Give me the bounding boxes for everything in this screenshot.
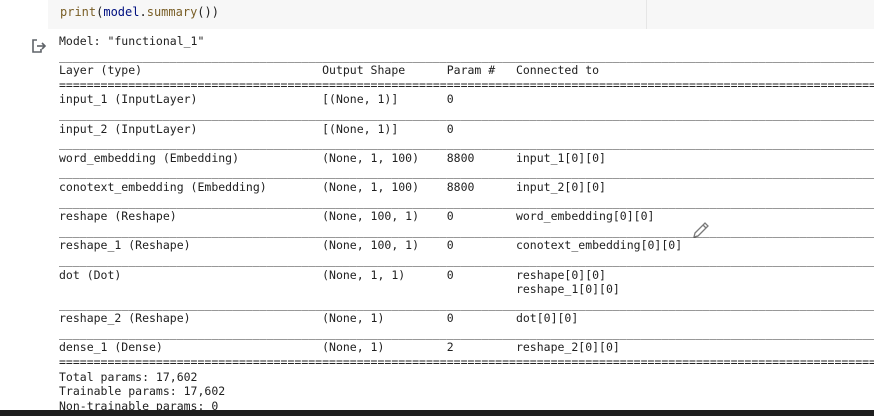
layer-row: dot (Dot) (None, 1, 1) 0 reshape[0][0] bbox=[59, 267, 606, 282]
layer-row: dense_1 (Dense) (None, 1) 2 reshape_2[0]… bbox=[59, 340, 620, 355]
layer-row: reshape_1 (Reshape) (None, 100, 1) 0 con… bbox=[59, 238, 683, 253]
layer-row: reshape (Reshape) (None, 100, 1) 0 word_… bbox=[59, 209, 655, 224]
header-row: Layer (type) Output Shape Param # Connec… bbox=[59, 63, 600, 78]
layer-row: word_embedding (Embedding) (None, 1, 100… bbox=[59, 150, 606, 165]
rule-single: ________________________________________… bbox=[59, 252, 874, 267]
params-total-line: Trainable params: 17,602 bbox=[59, 384, 226, 399]
rule-single: ________________________________________… bbox=[59, 325, 874, 340]
pencil-icon[interactable] bbox=[690, 219, 712, 241]
layer-row-continuation: reshape_1[0][0] bbox=[59, 282, 620, 297]
rule-single: ________________________________________… bbox=[59, 223, 874, 238]
rule-single: ________________________________________… bbox=[59, 106, 874, 121]
params-total-line: Total params: 17,602 bbox=[59, 369, 198, 384]
layer-row: input_2 (InputLayer) [(None, 1)] 0 bbox=[59, 121, 516, 136]
rule-single: ________________________________________… bbox=[59, 165, 874, 180]
rule-single: ________________________________________… bbox=[59, 48, 874, 63]
rule-single: ________________________________________… bbox=[59, 194, 874, 209]
rule-single: ________________________________________… bbox=[59, 296, 874, 311]
output-redirect-icon[interactable] bbox=[31, 38, 47, 54]
layer-row: reshape_2 (Reshape) (None, 1) 0 dot[0][0… bbox=[59, 311, 579, 326]
cell-divider bbox=[646, 0, 647, 29]
model-summary-output: Model: "functional_1"___________________… bbox=[59, 34, 874, 413]
code-close-parens: ()) bbox=[197, 5, 219, 19]
bottom-bar bbox=[0, 410, 874, 416]
layer-row: input_1 (InputLayer) [(None, 1)] 0 bbox=[59, 92, 516, 107]
code-object: model bbox=[103, 5, 140, 19]
code-cell[interactable]: print(model.summary()) bbox=[48, 0, 874, 29]
code-dot: . bbox=[139, 5, 147, 19]
rule-double: ========================================… bbox=[59, 77, 874, 92]
rule-double: ========================================… bbox=[59, 355, 874, 370]
model-name-line: Model: "functional_1" bbox=[59, 34, 205, 48]
layer-row: conotext_embedding (Embedding) (None, 1,… bbox=[59, 179, 606, 194]
code-open-paren: ( bbox=[96, 5, 104, 19]
code-method: summary bbox=[146, 5, 198, 19]
code-line[interactable]: print(model.summary()) bbox=[60, 3, 219, 21]
rule-single: ________________________________________… bbox=[59, 136, 874, 151]
code-print-fn: print bbox=[60, 5, 97, 19]
params-total-line: Non-trainable params: 0 bbox=[59, 398, 219, 413]
